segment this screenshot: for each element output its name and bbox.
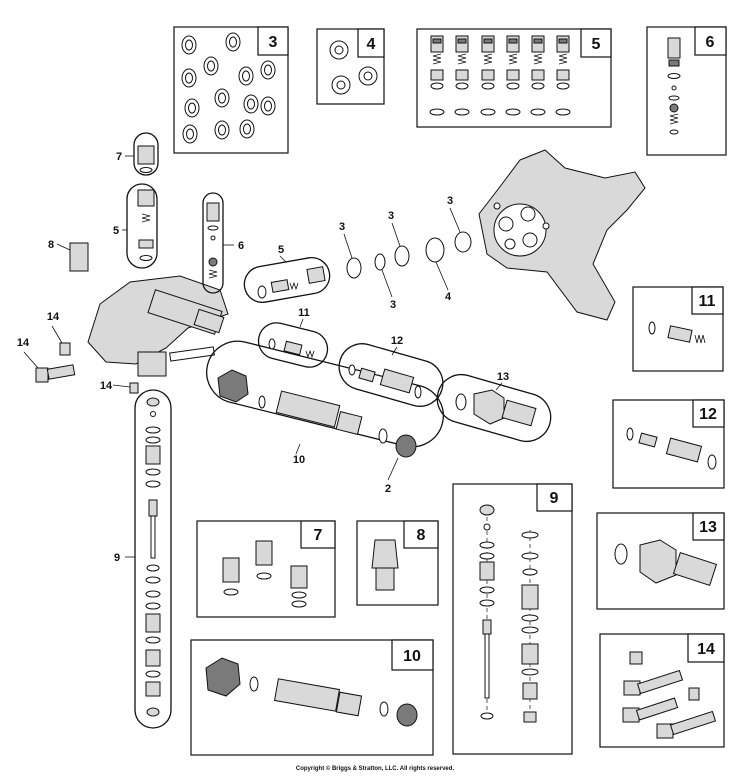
- kit-box-9-label: 9: [550, 490, 559, 507]
- kit-box-5[interactable]: 5: [416, 28, 612, 128]
- callout-9: 9: [114, 552, 120, 564]
- callout-14: 14: [47, 311, 60, 323]
- seal-rings: [329, 40, 378, 95]
- callout-8: 8: [48, 239, 54, 251]
- kit-box-7[interactable]: 7: [196, 520, 336, 618]
- piston-column: [134, 389, 172, 729]
- kit-box-4-label: 4: [367, 36, 376, 53]
- piston-assembly-parts: [479, 504, 539, 723]
- callout-12: 12: [391, 335, 403, 347]
- callout-7: 7: [116, 151, 122, 163]
- outlet-fitting-parts: [614, 539, 718, 586]
- callout-numbers: 7 5 6 8 14 14 14 5 3 3 3 3 4 11 12 13 10…: [17, 151, 509, 564]
- kit-box-13[interactable]: 13: [596, 512, 725, 610]
- seal-rings: [181, 32, 276, 144]
- manifold-body: [87, 275, 229, 377]
- callout-6: 6: [238, 240, 244, 252]
- plug-fittings: [222, 540, 308, 608]
- kit-box-10[interactable]: 10: [190, 639, 434, 756]
- filter-assembly-parts: [205, 657, 418, 727]
- fitting-part: [371, 539, 399, 591]
- pump-housing: [478, 149, 646, 321]
- kit-box-3[interactable]: 3: [173, 26, 289, 154]
- callout-3: 3: [388, 210, 394, 222]
- kit-box-9[interactable]: 9: [452, 483, 573, 755]
- bolts-and-nuts: [622, 651, 717, 739]
- callout-5: 5: [278, 244, 284, 256]
- copyright-notice: Copyright © Briggs & Stratton, LLC. All …: [295, 766, 455, 772]
- injector-parts: [626, 427, 717, 470]
- callout-5: 5: [113, 225, 119, 237]
- callout-10: 10: [293, 454, 305, 466]
- callout-14: 14: [100, 380, 113, 392]
- callout-3: 3: [339, 221, 345, 233]
- kit-box-14[interactable]: 14: [599, 633, 725, 748]
- kit-box-3-label: 3: [269, 34, 278, 51]
- kit-box-10-label: 10: [403, 648, 421, 665]
- leader-lines: [23, 155, 503, 558]
- subassembly-outlines: [126, 132, 552, 448]
- kit-box-12-label: 12: [699, 406, 717, 423]
- callout-14: 14: [17, 337, 30, 349]
- kit-box-11[interactable]: 11: [632, 286, 724, 372]
- kit-box-4[interactable]: 4: [316, 28, 385, 105]
- kit-box-7-label: 7: [314, 527, 323, 544]
- callout-4: 4: [445, 291, 452, 303]
- left-column-parts: [35, 145, 220, 394]
- callout-3: 3: [390, 299, 396, 311]
- unloader-valve-parts: [667, 37, 681, 135]
- callout-3: 3: [447, 195, 453, 207]
- callout-2: 2: [385, 483, 391, 495]
- callout-11: 11: [298, 307, 310, 319]
- kit-box-6[interactable]: 6: [646, 26, 727, 156]
- kit-box-8[interactable]: 8: [356, 520, 439, 606]
- kit-box-14-label: 14: [697, 641, 715, 658]
- kit-box-8-label: 8: [417, 527, 426, 544]
- kit-box-11-label: 11: [699, 293, 716, 310]
- kit-box-13-label: 13: [699, 519, 717, 536]
- callout-13: 13: [497, 371, 509, 383]
- kit-box-12[interactable]: 12: [612, 399, 725, 489]
- kit-box-5-label: 5: [592, 36, 601, 53]
- central-parts: [193, 231, 537, 458]
- valve-assemblies: [429, 35, 571, 116]
- kit-box-6-label: 6: [706, 34, 715, 51]
- check-valve-parts: [648, 321, 706, 344]
